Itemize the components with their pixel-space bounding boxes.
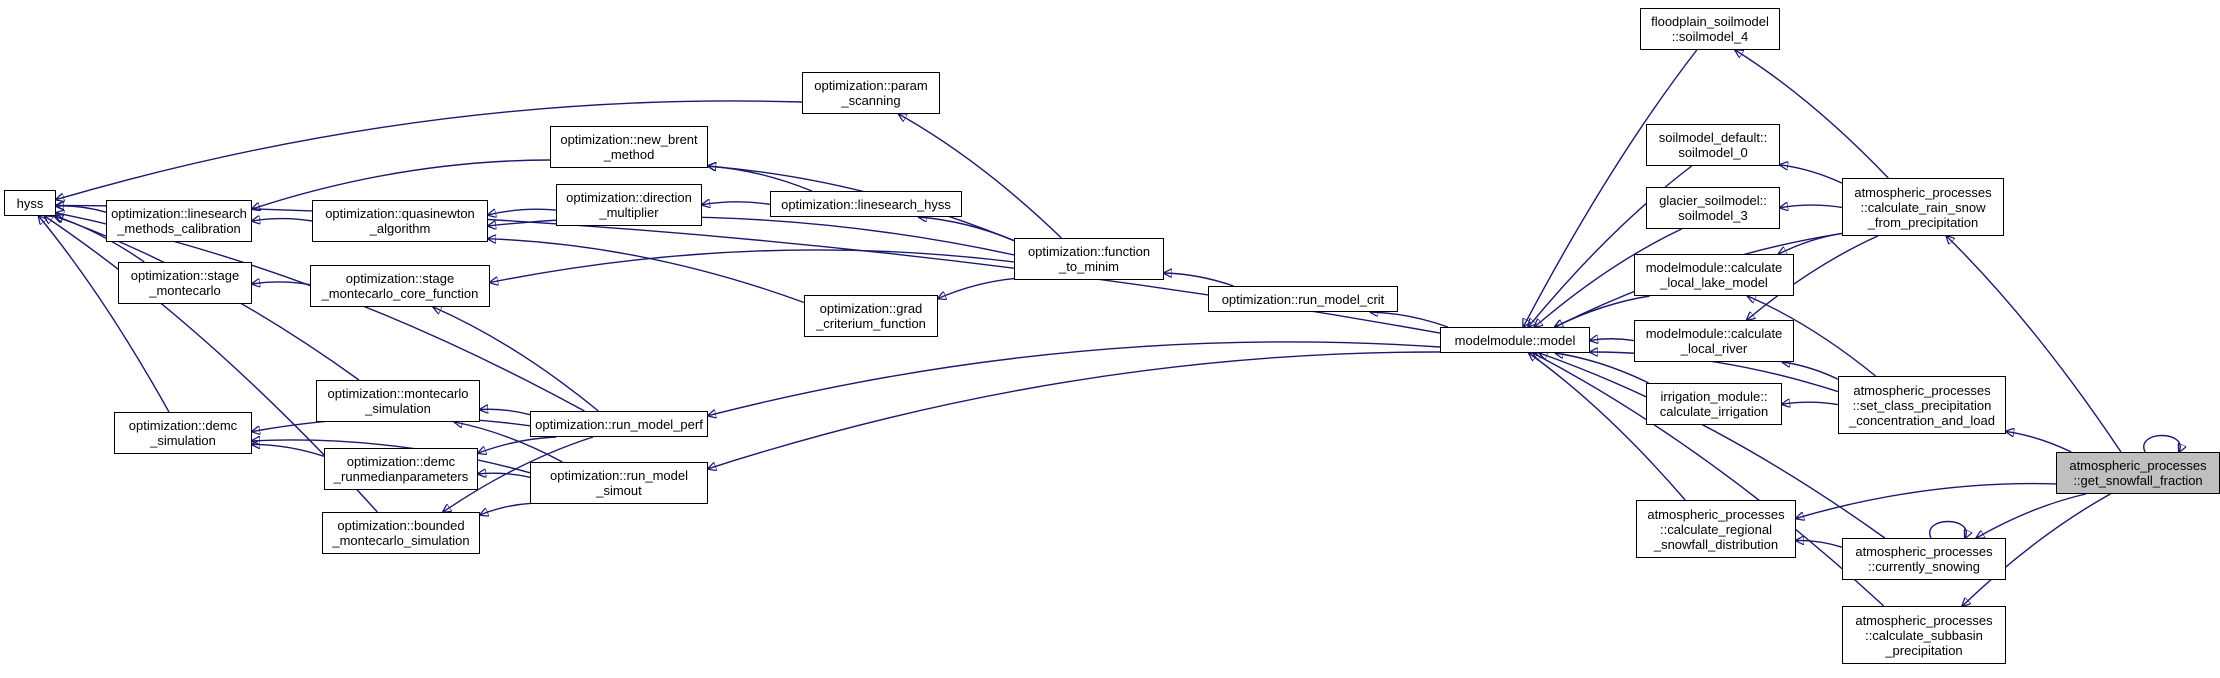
edge-opt-function-to-minim-to-opt-grad-criterium-function [938,277,1015,299]
node-hyss[interactable]: hyss [4,190,56,216]
edge-ap-set-class-precipitation-concentration-and-load-to-modelmodule-calculate-local-river [1782,362,1839,380]
node-opt-param-scanning[interactable]: optimization::param _scanning [802,72,940,114]
node-opt-quasinewton-algorithm[interactable]: optimization::quasinewton _algorithm [312,200,488,242]
edge-opt-param-scanning-to-hyss [56,100,803,200]
node-ap-calculate-subbasin-precipitation[interactable]: atmospheric_processes ::calculate_subbas… [1842,606,2006,664]
node-ap-calculate-regional-snowfall-distribution[interactable]: atmospheric_processes ::calculate_region… [1636,500,1796,558]
edge-ap-calculate-rain-snow-from-precipitation-to-glacier-soilmodel-soilmodel-3 [1780,205,1843,208]
edge-ap-calculate-regional-snowfall-distribution-to-modelmodule-model [1529,353,1686,501]
edge-ap-get-snowfall-fraction-to-ap-calculate-subbasin-precipitation [1962,493,2111,606]
edge-opt-function-to-minim-to-opt-param-scanning [899,114,1062,239]
edge-ap-currently-snowing-to-ap-calculate-regional-snowfall-distribution [1796,540,1843,548]
edge-soilmodel-default-soilmodel-0-to-modelmodule-model [1528,165,1693,327]
node-opt-run-model-perf[interactable]: optimization::run_model_perf [530,411,708,437]
edge-opt-demc-simulation-to-hyss [39,216,170,413]
edge-opt-run-model-perf-to-opt-demc-runmedianparameters [478,436,557,453]
node-opt-run-model-simout[interactable]: optimization::run_model _simout [530,462,708,504]
edge-modelmodule-model-to-opt-run-model-crit [1370,312,1449,328]
node-ap-set-class-precipitation-concentration-and-load[interactable]: atmospheric_processes ::set_class_precip… [1838,376,2006,434]
edge-ap-get-snowfall-fraction-to-ap-set-class-precipitation-concentration-and-load [2006,431,2072,453]
edge-opt-linesearch-hyss-to-opt-new-brent-method [708,166,813,192]
edge-opt-run-model-simout-to-opt-bounded-montecarlo-simulation [480,502,531,515]
edge-opt-quasinewton-algorithm-to-opt-linesearch-methods-calibration [252,219,313,221]
node-opt-function-to-minim[interactable]: optimization::function _to_minim [1014,238,1164,280]
node-irrigation-module-calculate-irrigation[interactable]: irrigation_module:: calculate_irrigation [1646,383,1782,425]
node-glacier-soilmodel-soilmodel-3[interactable]: glacier_soilmodel:: soilmodel_3 [1646,187,1780,229]
node-ap-currently-snowing[interactable]: atmospheric_processes ::currently_snowin… [1842,538,2006,580]
node-modelmodule-calculate-local-lake-model[interactable]: modelmodule::calculate _local_lake_model [1634,254,1794,296]
edge-ap-get-snowfall-fraction-to-ap-calculate-rain-snow-from-precipitation [1946,236,2122,453]
node-opt-run-model-crit[interactable]: optimization::run_model_crit [1208,286,1398,312]
node-opt-demc-runmedianparameters[interactable]: optimization::demc _runmedianparameters [324,448,478,490]
node-opt-linesearch-methods-calibration[interactable]: optimization::linesearch _methods_calibr… [106,200,252,242]
edge-opt-run-model-simout-to-opt-montecarlo-simulation [455,422,563,463]
edge-ap-calculate-rain-snow-from-precipitation-to-floodplain-soilmodel-4 [1735,50,1889,179]
edge-modelmodule-calculate-local-river-to-modelmodule-model [1590,339,1635,341]
node-ap-calculate-rain-snow-from-precipitation[interactable]: atmospheric_processes ::calculate_rain_s… [1842,178,2004,236]
edge-irrigation-module-calculate-irrigation-to-modelmodule-model [1555,353,1650,384]
edge-ap-currently-snowing-to-modelmodule-model [1539,353,1886,539]
node-modelmodule-model[interactable]: modelmodule::model [1440,327,1590,353]
edge-opt-run-model-crit-to-opt-function-to-minim [1164,273,1234,287]
edge-ap-calculate-subbasin-precipitation-to-modelmodule-model [1533,353,1885,607]
edge-glacier-soilmodel-soilmodel-3-to-modelmodule-model [1535,228,1682,327]
edge-opt-run-model-perf-to-opt-stage-montecarlo-core-function [433,307,599,412]
edge-opt-run-model-simout-to-opt-demc-simulation [252,440,531,474]
edge-ap-set-class-precipitation-concentration-and-load-to-irrigation-module-calculate-irrigation [1782,402,1839,404]
edge-opt-demc-runmedianparameters-to-opt-demc-simulation [252,444,325,457]
edge-opt-new-brent-method-to-opt-linesearch-methods-calibration [252,159,551,209]
edge-opt-direction-multiplier-to-opt-quasinewton-algorithm [488,208,557,215]
node-opt-grad-criterium-function[interactable]: optimization::grad _criterium_function [804,295,938,337]
edge-opt-run-model-perf-to-opt-montecarlo-simulation [480,409,531,416]
node-modelmodule-calculate-local-river[interactable]: modelmodule::calculate _local_river [1634,320,1794,362]
node-opt-new-brent-method[interactable]: optimization::new_brent _method [550,126,708,168]
node-opt-montecarlo-simulation[interactable]: optimization::montecarlo _simulation [316,380,480,422]
edge-ap-get-snowfall-fraction-to-ap-get-snowfall-fraction [2143,434,2180,453]
edge-modelmodule-model-to-opt-run-model-perf [708,341,1441,416]
edge-opt-function-to-minim-to-opt-stage-montecarlo-core-function [490,249,1015,283]
edge-opt-linesearch-hyss-to-opt-direction-multiplier [702,202,771,205]
edge-opt-linesearch-methods-calibration-to-hyss [56,206,107,213]
node-opt-demc-simulation[interactable]: optimization::demc _simulation [114,412,252,454]
edge-opt-function-to-minim-to-opt-linesearch-hyss [919,217,1015,242]
node-opt-linesearch-hyss[interactable]: optimization::linesearch_hyss [770,191,962,217]
edge-floodplain-soilmodel-4-to-modelmodule-model [1523,49,1698,327]
edge-ap-calculate-rain-snow-from-precipitation-to-soilmodel-default-soilmodel-0 [1780,165,1843,184]
node-opt-bounded-montecarlo-simulation[interactable]: optimization::bounded _montecarlo_simula… [322,512,480,554]
edge-modelmodule-model-to-opt-run-model-simout [708,351,1441,469]
node-ap-get-snowfall-fraction: atmospheric_processes ::get_snowfall_fra… [2056,452,2220,494]
node-opt-stage-montecarlo-core-function[interactable]: optimization::stage _montecarlo_core_fun… [310,265,490,307]
edge-ap-calculate-rain-snow-from-precipitation-to-modelmodule-calculate-local-river [1747,235,1879,320]
edge-ap-calculate-rain-snow-from-precipitation-to-modelmodule-calculate-local-lake-model [1779,232,1843,254]
edge-ap-currently-snowing-to-ap-currently-snowing [1929,520,1966,539]
node-opt-stage-montecarlo[interactable]: optimization::stage _montecarlo [118,262,252,304]
node-opt-direction-multiplier[interactable]: optimization::direction _multiplier [556,184,702,226]
edge-ap-set-class-precipitation-concentration-and-load-to-modelmodule-calculate-local-lake-model [1748,296,1877,377]
edge-ap-get-snowfall-fraction-to-ap-currently-snowing [1976,493,2086,538]
edge-ap-get-snowfall-fraction-to-ap-calculate-regional-snowfall-distribution [1796,482,2057,519]
edge-opt-function-to-minim-to-opt-new-brent-method [708,166,1015,242]
edge-opt-grad-criterium-function-to-opt-quasinewton-algorithm [488,239,805,304]
edge-opt-run-model-perf-to-opt-bounded-montecarlo-simulation [443,436,594,512]
node-floodplain-soilmodel-4[interactable]: floodplain_soilmodel ::soilmodel_4 [1640,8,1780,50]
node-soilmodel-default-soilmodel-0[interactable]: soilmodel_default:: soilmodel_0 [1646,124,1780,166]
edge-opt-run-model-simout-to-opt-demc-runmedianparameters [478,473,531,477]
